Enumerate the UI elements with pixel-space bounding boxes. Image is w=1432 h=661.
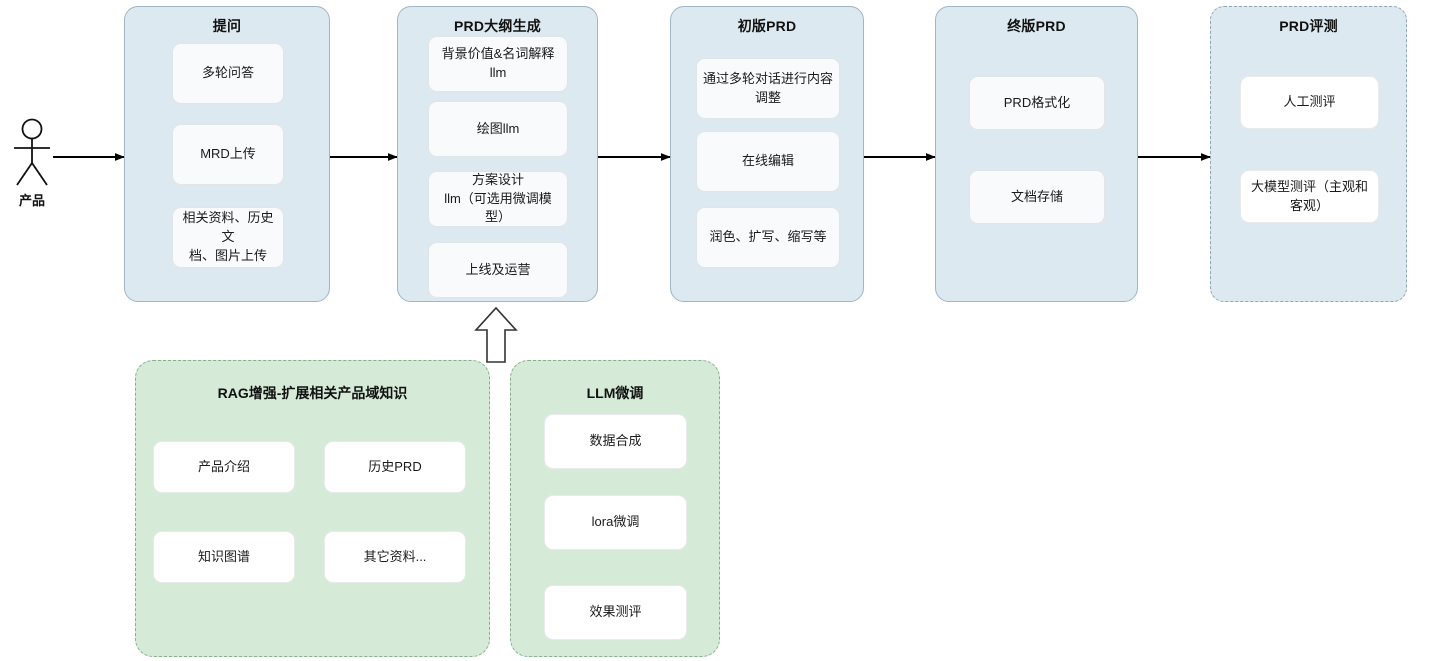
card-polish-expand[interactable]: 润色、扩写、缩写等 — [696, 207, 840, 268]
card-effect-eval[interactable]: 效果测评 — [544, 585, 687, 640]
stage-title-ask: 提问 — [212, 18, 242, 34]
group-rag[interactable]: RAG增强-扩展相关产品域知识 产品介绍 历史PRD 知识图谱 其它资料... — [135, 360, 490, 657]
card-llm-eval[interactable]: 大模型测评（主观和客观） — [1240, 170, 1379, 223]
card-mrd-upload[interactable]: MRD上传 — [172, 124, 284, 185]
card-product-intro[interactable]: 产品介绍 — [153, 441, 295, 493]
actor-product: 产品 — [8, 118, 56, 213]
stage-title-final-prd: 终版PRD — [1007, 18, 1066, 34]
card-multi-turn-adjust[interactable]: 通过多轮对话进行内容调整 — [696, 58, 840, 119]
card-human-eval[interactable]: 人工测评 — [1240, 76, 1379, 129]
arrow-groups-to-outline — [474, 306, 518, 363]
group-title-rag: RAG增强-扩展相关产品域知识 — [217, 385, 408, 401]
stage-final-prd[interactable]: 终版PRD PRD格式化 文档存储 — [935, 6, 1138, 302]
card-history-prd[interactable]: 历史PRD — [324, 441, 466, 493]
stage-draft-prd[interactable]: 初版PRD 通过多轮对话进行内容调整 在线编辑 润色、扩写、缩写等 — [670, 6, 864, 302]
actor-label: 产品 — [18, 193, 45, 208]
card-prd-format[interactable]: PRD格式化 — [969, 76, 1105, 130]
card-drawing-llm[interactable]: 绘图llm — [428, 101, 568, 157]
card-online-edit[interactable]: 在线编辑 — [696, 131, 840, 192]
stage-title-prd-eval: PRD评测 — [1279, 18, 1338, 34]
stage-prd-eval[interactable]: PRD评测 人工测评 大模型测评（主观和客观） — [1210, 6, 1407, 302]
group-title-llm-finetune: LLM微调 — [586, 385, 644, 401]
card-doc-storage[interactable]: 文档存储 — [969, 170, 1105, 224]
card-lora-finetune[interactable]: lora微调 — [544, 495, 687, 550]
card-background-value[interactable]: 背景价值&名词解释 llm — [428, 36, 568, 92]
card-data-synthesis[interactable]: 数据合成 — [544, 414, 687, 469]
stage-prd-outline[interactable]: PRD大纲生成 背景价值&名词解释 llm 绘图llm 方案设计 llm（可选用… — [397, 6, 598, 302]
stick-figure-icon — [14, 118, 50, 186]
stage-title-prd-outline: PRD大纲生成 — [454, 18, 541, 34]
card-knowledge-graph[interactable]: 知识图谱 — [153, 531, 295, 583]
card-launch-operation[interactable]: 上线及运营 — [428, 242, 568, 298]
stage-ask[interactable]: 提问 多轮问答 MRD上传 相关资料、历史文 档、图片上传 — [124, 6, 330, 302]
card-material-upload[interactable]: 相关资料、历史文 档、图片上传 — [172, 207, 284, 268]
card-multi-turn-qa[interactable]: 多轮问答 — [172, 43, 284, 104]
card-other-material[interactable]: 其它资料... — [324, 531, 466, 583]
group-llm-finetune[interactable]: LLM微调 数据合成 lora微调 效果测评 — [510, 360, 720, 657]
card-solution-design[interactable]: 方案设计 llm（可选用微调模型） — [428, 171, 568, 227]
stage-title-draft-prd: 初版PRD — [737, 18, 797, 34]
